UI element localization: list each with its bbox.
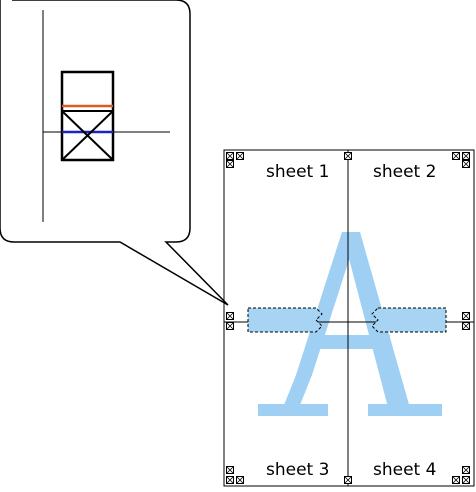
alignment-mark-icon — [344, 476, 352, 484]
enlarged-alignment-mark-icon — [60, 70, 115, 162]
alignment-mark-icon — [462, 312, 470, 320]
alignment-mark-icon — [344, 152, 352, 160]
alignment-mark-icon — [226, 476, 234, 484]
sheet-4-label: sheet 4 — [373, 460, 436, 480]
sheet-2-label: sheet 2 — [373, 162, 436, 182]
alignment-mark-icon — [462, 476, 470, 484]
poster-outline — [223, 149, 475, 487]
zoom-callout — [0, 0, 229, 306]
alignment-mark-icon — [236, 476, 244, 484]
alignment-mark-icon — [462, 160, 470, 168]
alignment-mark-icon — [226, 152, 234, 160]
alignment-mark-icon — [226, 322, 234, 330]
alignment-mark-icon — [452, 476, 460, 484]
sheet-3-label: sheet 3 — [266, 460, 329, 480]
alignment-marks — [226, 152, 470, 484]
alignment-mark-icon — [462, 322, 470, 330]
alignment-mark-icon — [462, 466, 470, 474]
glue-strip-left — [247, 307, 323, 333]
glue-strip-right — [371, 307, 447, 333]
alignment-mark-icon — [226, 466, 234, 474]
alignment-mark-icon — [462, 152, 470, 160]
alignment-mark-icon — [452, 152, 460, 160]
alignment-mark-icon — [236, 152, 244, 160]
sheet-1-label: sheet 1 — [266, 162, 329, 182]
alignment-mark-icon — [226, 160, 234, 168]
alignment-mark-icon — [226, 312, 234, 320]
